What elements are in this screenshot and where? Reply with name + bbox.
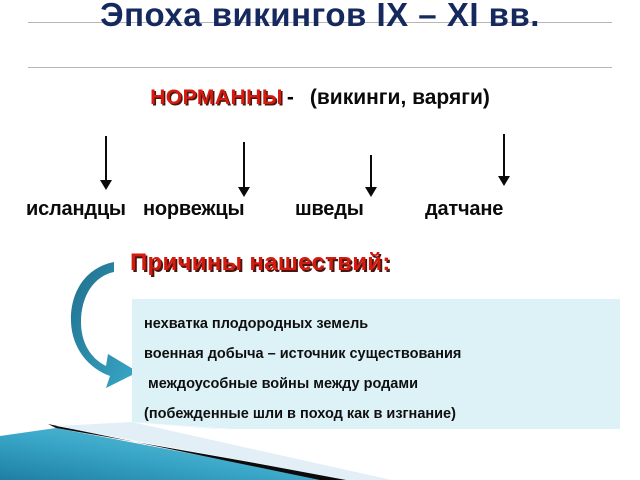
arrow-shaft [243, 142, 245, 189]
peoples-row: исландцы норвежцы шведы датчане [0, 198, 640, 228]
down-arrow-icon-2 [237, 142, 251, 198]
title-rule-bottom [28, 67, 612, 68]
arrow-head [498, 176, 510, 186]
people-label-danes: датчане [425, 198, 504, 220]
reasons-box: нехватка плодородных земель военная добы… [132, 299, 620, 429]
arrow-shaft [370, 155, 372, 189]
arrow-head [365, 187, 377, 197]
reason-item-3: междоусобные войны между родами [148, 376, 419, 392]
down-arrow-icon-4 [497, 134, 511, 189]
bottom-decoration [0, 422, 640, 480]
normanny-row: НОРМАННЫ-(викинги, варяги) [0, 86, 640, 110]
normanny-term: НОРМАННЫ [150, 86, 283, 109]
arrow-shaft [105, 136, 107, 182]
reason-item-4: (побежденные шли в поход как в изгнание) [144, 406, 456, 422]
curved-arrow-icon [62, 248, 182, 390]
reason-item-1: нехватка плодородных земель [144, 316, 369, 332]
normanny-dash: - [286, 86, 294, 109]
people-label-norwegians: норвежцы [143, 198, 245, 220]
arrow-head [100, 180, 112, 190]
reason-item-2: военная добыча – источник существования [144, 346, 462, 362]
normanny-aliases: (викинги, варяги) [309, 86, 490, 109]
slide-title: Эпоха викингов IX – XI вв. [100, 0, 540, 33]
arrow-shaft [503, 134, 505, 178]
reasons-heading: Причины нашествий: [130, 249, 391, 276]
people-label-swedes: шведы [295, 198, 364, 220]
people-label-islanders: исландцы [26, 198, 126, 220]
down-arrow-icon-1 [99, 136, 113, 194]
arrow-head [238, 187, 250, 197]
down-arrow-icon-3 [364, 155, 378, 199]
